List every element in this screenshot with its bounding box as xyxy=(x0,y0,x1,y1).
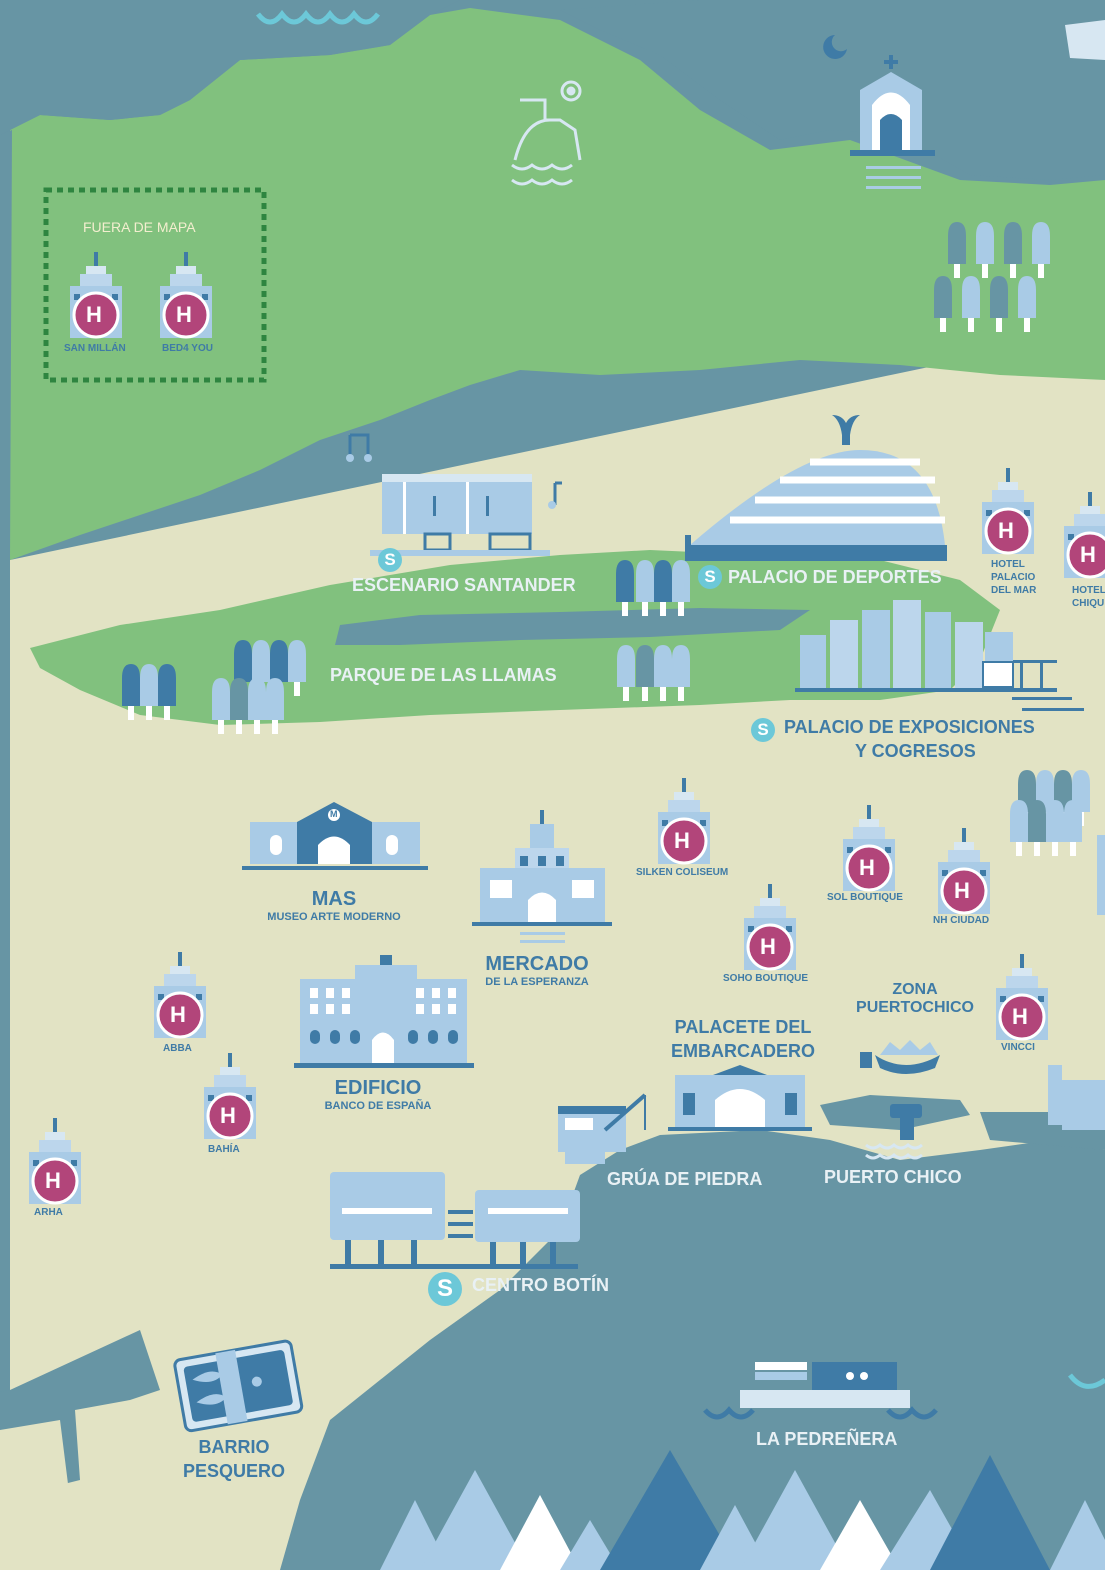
palacete-icon xyxy=(668,1065,812,1131)
label-centro-botin: CENTRO BOTÍN xyxy=(472,1275,609,1295)
label-mas-sub: MUSEO ARTE MODERNO xyxy=(267,911,401,923)
hotel-label-san-millan: SAN MILLÁN xyxy=(64,343,126,354)
museum-badge-letter: M xyxy=(330,809,338,819)
label-zona: ZONA xyxy=(892,981,938,998)
sight-badge: S xyxy=(698,565,722,589)
hotel-badge-letter: H xyxy=(1012,1004,1028,1029)
label-palacio-deportes: PALACIO DE DEPORTES xyxy=(728,567,942,587)
hotel-label-chiqui-2: CHIQU xyxy=(1072,598,1105,609)
escenario-stage-icon xyxy=(346,433,562,556)
mercado-icon xyxy=(472,810,612,943)
off-map-title: FUERA DE MAPA xyxy=(83,219,196,235)
hotel-label-soho: SOHO BOUTIQUE xyxy=(723,973,809,984)
exposiciones-icon xyxy=(795,600,1084,711)
hotel-label-bed4you: BED4 YOU xyxy=(162,343,213,354)
label-mas: MAS xyxy=(311,888,357,910)
barrio-pesquero-fish-icon xyxy=(173,1339,304,1433)
palacio-deportes-icon xyxy=(685,415,947,561)
label-edificio-sub: BANCO DE ESPAÑA xyxy=(324,1100,432,1112)
mas-museum-icon xyxy=(242,802,428,870)
hotel-label-silken: SILKEN COLISEUM xyxy=(636,867,729,878)
label-mercado-sub: DE LA ESPERANZA xyxy=(485,976,589,988)
label-parque-llamas: PARQUE DE LAS LLAMAS xyxy=(330,665,557,685)
hotel-badge-letter: H xyxy=(954,878,970,903)
label-zona-2: PUERTOCHICO xyxy=(856,999,974,1016)
hotel-label-abba: ABBA xyxy=(163,1043,192,1054)
hotel-badge-letter: H xyxy=(170,1002,186,1027)
hotel-badge-letter: H xyxy=(220,1103,236,1128)
label-la-pedrenera: LA PEDREÑERA xyxy=(756,1429,898,1449)
label-barrio-pesquero-2: PESQUERO xyxy=(182,1461,286,1481)
label-palacete: PALACETE DEL xyxy=(674,1017,812,1037)
label-exposiciones: PALACIO DE EXPOSICIONES xyxy=(784,717,1035,737)
hotel-badge-letter: H xyxy=(176,302,192,327)
hotel-badge-letter: H xyxy=(86,302,102,327)
label-puerto-chico: PUERTO CHICO xyxy=(824,1167,962,1187)
hotel-label-sol: SOL BOUTIQUE xyxy=(827,892,903,903)
pedrenera-boat-icon xyxy=(703,1362,938,1420)
hotel-badge-letter: H xyxy=(674,828,690,853)
grua-crane-icon xyxy=(558,1093,647,1164)
label-exposiciones-2: Y COGRESOS xyxy=(855,741,976,761)
centro-botin-icon xyxy=(330,1172,580,1269)
label-mercado: MERCADO xyxy=(485,953,589,975)
hotel-label-vincci: VINCCI xyxy=(1001,1042,1035,1053)
hotel-badge-letter: H xyxy=(45,1168,61,1193)
sight-badge: S xyxy=(378,548,402,572)
hotel-label-palacio-mar-3: DEL MAR xyxy=(991,585,1037,596)
puertochico-food-icon xyxy=(860,1040,940,1074)
hotel-label-nh: NH CIUDAD xyxy=(933,915,990,926)
label-escenario-santander: ESCENARIO SANTANDER xyxy=(352,575,576,595)
banco-espana-icon xyxy=(294,955,474,1068)
label-barrio-pesquero: BARRIO xyxy=(198,1437,270,1457)
chapel-icon xyxy=(823,35,935,189)
hotel-badge-letter: H xyxy=(859,855,875,880)
hotel-label-bahia: BAHÍA xyxy=(208,1144,240,1155)
hotel-badge-letter: H xyxy=(760,934,776,959)
label-grua-piedra: GRÚA DE PIEDRA xyxy=(607,1169,763,1189)
hotel-badge-letter: H xyxy=(998,518,1014,543)
seaside-rocks-icon xyxy=(511,80,582,186)
sight-badge: S xyxy=(751,718,775,742)
hotel-label-chiqui: HOTEL xyxy=(1072,585,1105,596)
label-palacete-2: EMBARCADERO xyxy=(671,1041,815,1061)
puerto-chico-icon xyxy=(865,1104,923,1160)
sight-badge: S xyxy=(428,1272,462,1306)
hotel-label-palacio-mar: HOTEL xyxy=(991,559,1025,570)
hotel-label-arha: ARHA xyxy=(34,1207,63,1218)
off-map-box xyxy=(43,187,267,383)
bottom-mountains xyxy=(380,1450,1105,1570)
hotel-badge-letter: H xyxy=(1080,542,1096,567)
hotel-label-palacio-mar-2: PALACIO xyxy=(991,572,1036,583)
label-edificio: EDIFICIO xyxy=(334,1077,422,1099)
